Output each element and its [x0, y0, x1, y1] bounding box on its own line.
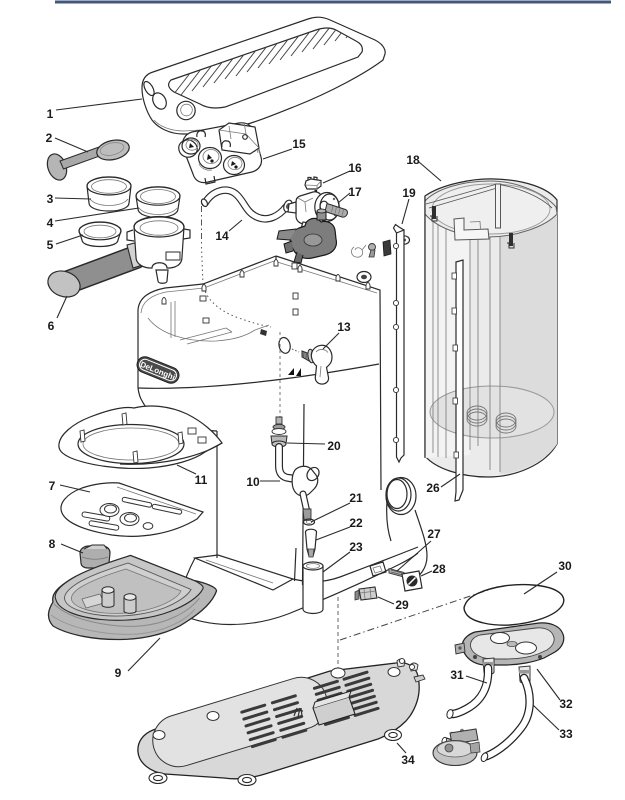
- svg-text:19: 19: [402, 186, 416, 200]
- svg-text:20: 20: [327, 439, 341, 453]
- svg-text:23: 23: [349, 540, 363, 554]
- svg-text:34: 34: [401, 753, 415, 767]
- svg-text:21: 21: [349, 491, 363, 505]
- svg-text:3: 3: [47, 192, 54, 206]
- svg-text:26: 26: [426, 481, 440, 495]
- svg-text:28: 28: [432, 562, 446, 576]
- svg-text:16: 16: [348, 161, 362, 175]
- svg-text:15: 15: [292, 137, 306, 151]
- svg-text:7: 7: [49, 479, 56, 493]
- svg-text:4: 4: [47, 216, 54, 230]
- svg-text:30: 30: [558, 559, 572, 573]
- svg-text:1: 1: [47, 107, 54, 121]
- svg-text:18: 18: [406, 153, 420, 167]
- svg-text:31: 31: [450, 668, 464, 682]
- svg-text:27: 27: [427, 527, 441, 541]
- svg-text:2: 2: [46, 131, 53, 145]
- svg-text:5: 5: [47, 238, 54, 252]
- svg-text:14: 14: [215, 229, 229, 243]
- svg-text:22: 22: [349, 516, 363, 530]
- svg-text:32: 32: [559, 697, 573, 711]
- svg-text:13: 13: [337, 320, 351, 334]
- svg-text:17: 17: [348, 185, 362, 199]
- svg-text:11: 11: [195, 473, 208, 487]
- svg-text:6: 6: [48, 319, 55, 333]
- svg-text:9: 9: [115, 666, 122, 680]
- svg-text:29: 29: [395, 598, 409, 612]
- svg-text:10: 10: [246, 475, 260, 489]
- svg-text:8: 8: [49, 537, 56, 551]
- svg-text:33: 33: [559, 727, 573, 741]
